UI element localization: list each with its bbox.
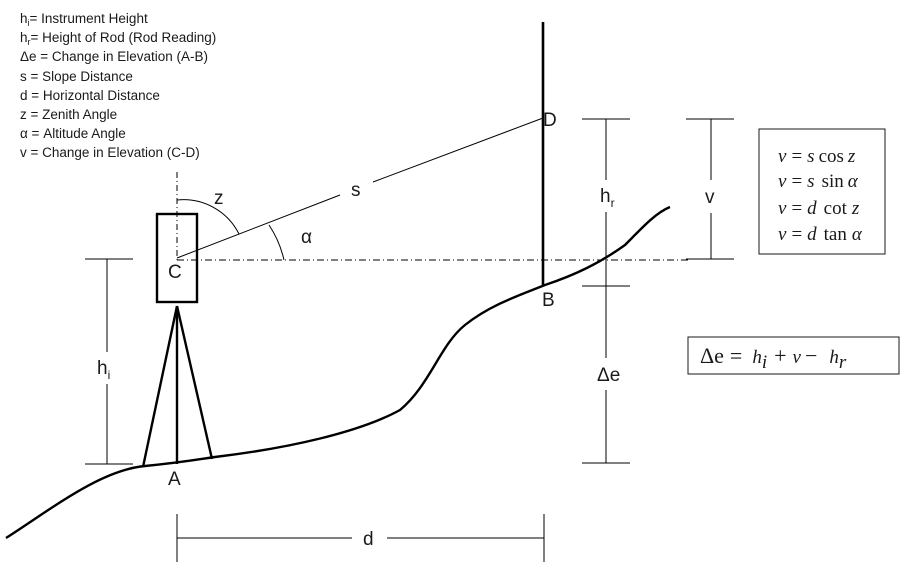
legend: hi= Instrument Height hr= Height of Rod … <box>20 11 216 160</box>
zenith-angle-label: z <box>214 188 224 209</box>
hr-dimension <box>582 118 630 260</box>
main-equation-frame <box>687 336 900 375</box>
de-dimension <box>582 260 630 464</box>
tripod-right-leg <box>175 305 214 460</box>
d-dimension <box>176 514 545 562</box>
legend-item-hr: hr= Height of Rod (Rod Reading) <box>20 30 216 47</box>
hi-label: hi <box>97 358 110 382</box>
legend-item-z: z = Zenith Angle <box>20 107 117 122</box>
ground-profile <box>5 205 671 540</box>
horizontal-distance-label: d <box>363 529 374 550</box>
point-d-label: D <box>543 110 557 131</box>
slope-distance-label: s <box>351 180 361 201</box>
point-b-label: B <box>542 290 555 311</box>
v-dimension <box>686 118 734 260</box>
main-equation: Δe=hi+v−hr <box>687 336 900 375</box>
v-label: v <box>705 187 715 208</box>
legend-item-de: Δe = Change in Elevation (A-B) <box>20 49 208 64</box>
legend-item-d: d = Horizontal Distance <box>20 88 160 103</box>
slope-line-segment-1 <box>176 194 341 259</box>
legend-item-v: v = Change in Elevation (C-D) <box>20 145 200 160</box>
altitude-angle-label: α <box>301 227 312 248</box>
legend-item-alpha: α = Altitude Angle <box>20 126 126 141</box>
hi-dimension <box>85 258 133 465</box>
hr-label: hr <box>600 186 615 210</box>
legend-item-s: s = Slope Distance <box>20 69 133 84</box>
legend-item-hi: hi= Instrument Height <box>20 11 148 28</box>
altitude-angle-arc <box>268 224 285 261</box>
point-c-label: C <box>168 262 182 283</box>
zenith-angle-arc <box>176 199 240 235</box>
slope-line-segment-2 <box>372 117 544 183</box>
formula-box-frame <box>758 128 886 255</box>
change-in-elevation-label: Δe <box>597 365 620 386</box>
point-a-label: A <box>168 469 181 490</box>
main-equation-text: Δe=hi+v−hr <box>700 343 847 373</box>
tripod-left-leg <box>141 305 179 468</box>
